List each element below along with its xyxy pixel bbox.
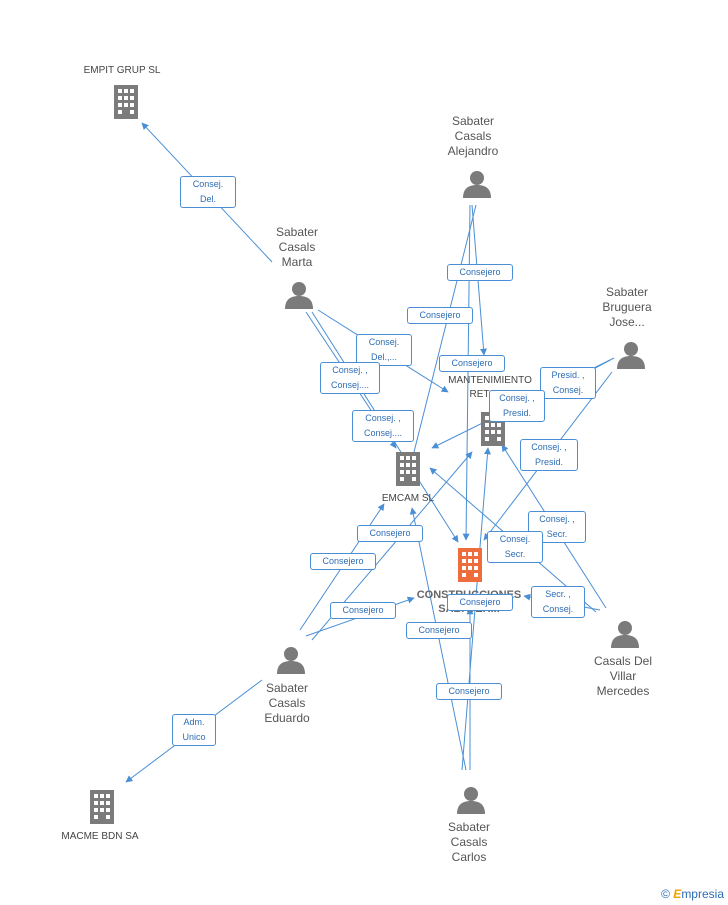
company-construcciones-main[interactable]	[454, 548, 486, 587]
relation-tag[interactable]: Consejero	[407, 307, 473, 324]
person-jose[interactable]	[616, 341, 646, 374]
copyright-symbol: ©	[661, 887, 670, 901]
brand-name: mpresia	[681, 887, 724, 901]
brand-logo: © Empresia	[661, 887, 724, 901]
relation-tag[interactable]: Adm. Unico	[172, 714, 216, 746]
relation-tag[interactable]: Consej. , Presid.	[489, 390, 545, 422]
person-label: Sabater Casals Marta	[275, 225, 319, 269]
person-icon	[457, 787, 485, 814]
building-icon	[90, 790, 114, 824]
building-icon	[458, 548, 482, 582]
relation-tag[interactable]: Consej. , Consej....	[352, 410, 414, 442]
relation-tag[interactable]: Consejero	[310, 553, 376, 570]
person-carlos[interactable]	[456, 786, 486, 819]
brand-initial: E	[673, 887, 682, 901]
person-marta[interactable]	[284, 281, 314, 314]
person-alejandro[interactable]	[462, 170, 492, 203]
relation-tag[interactable]: Consejero	[436, 683, 502, 700]
company-label: MACME BDN SA	[61, 831, 139, 842]
person-label: Sabater Casals Alejandro	[447, 114, 499, 158]
building-icon	[114, 85, 138, 119]
person-icon	[277, 647, 305, 674]
edge-alejandro-const	[462, 204, 471, 541]
company-label: EMCAM SL	[381, 493, 435, 504]
relation-tag[interactable]: Consej. Del.,...	[356, 334, 412, 366]
relation-tag[interactable]: Consejero	[330, 602, 396, 619]
relation-tag[interactable]: Consej. , Presid.	[520, 439, 578, 471]
relation-tag[interactable]: Consejero	[447, 264, 513, 281]
person-icon	[463, 171, 491, 198]
person-icon	[611, 621, 639, 648]
person-label: Sabater Bruguera Jose...	[602, 285, 652, 329]
building-icon	[396, 452, 420, 486]
relation-tag[interactable]: Consejero	[406, 622, 472, 639]
relation-tag[interactable]: Consej. Secr.	[487, 531, 543, 563]
person-label: Sabater Casals Eduardo	[264, 681, 310, 725]
person-icon	[617, 342, 645, 369]
company-macme[interactable]	[86, 790, 118, 829]
relation-tag[interactable]: Consejero	[439, 355, 505, 372]
person-eduardo[interactable]	[276, 646, 306, 679]
relation-tag[interactable]: Presid. , Consej.	[540, 367, 596, 399]
person-mercedes[interactable]	[610, 620, 640, 653]
relation-tag[interactable]: Secr. , Consej.	[531, 586, 585, 618]
edge-carlos-emcam	[409, 507, 467, 771]
relation-tag[interactable]: Consejero	[447, 594, 513, 611]
company-emcam[interactable]	[392, 452, 424, 491]
relation-tag[interactable]: Consej. , Consej....	[320, 362, 380, 394]
relation-tag[interactable]: Consej. Del.	[180, 176, 236, 208]
person-label: Sabater Casals Carlos	[447, 820, 491, 864]
person-label: Casals Del Villar Mercedes	[593, 654, 653, 698]
edge-alejandro-emcam	[410, 204, 477, 461]
company-label: EMPIT GRUP SL	[83, 65, 161, 76]
company-empit-grup[interactable]	[110, 85, 142, 124]
relation-tag[interactable]: Consejero	[357, 525, 423, 542]
person-icon	[285, 282, 313, 309]
